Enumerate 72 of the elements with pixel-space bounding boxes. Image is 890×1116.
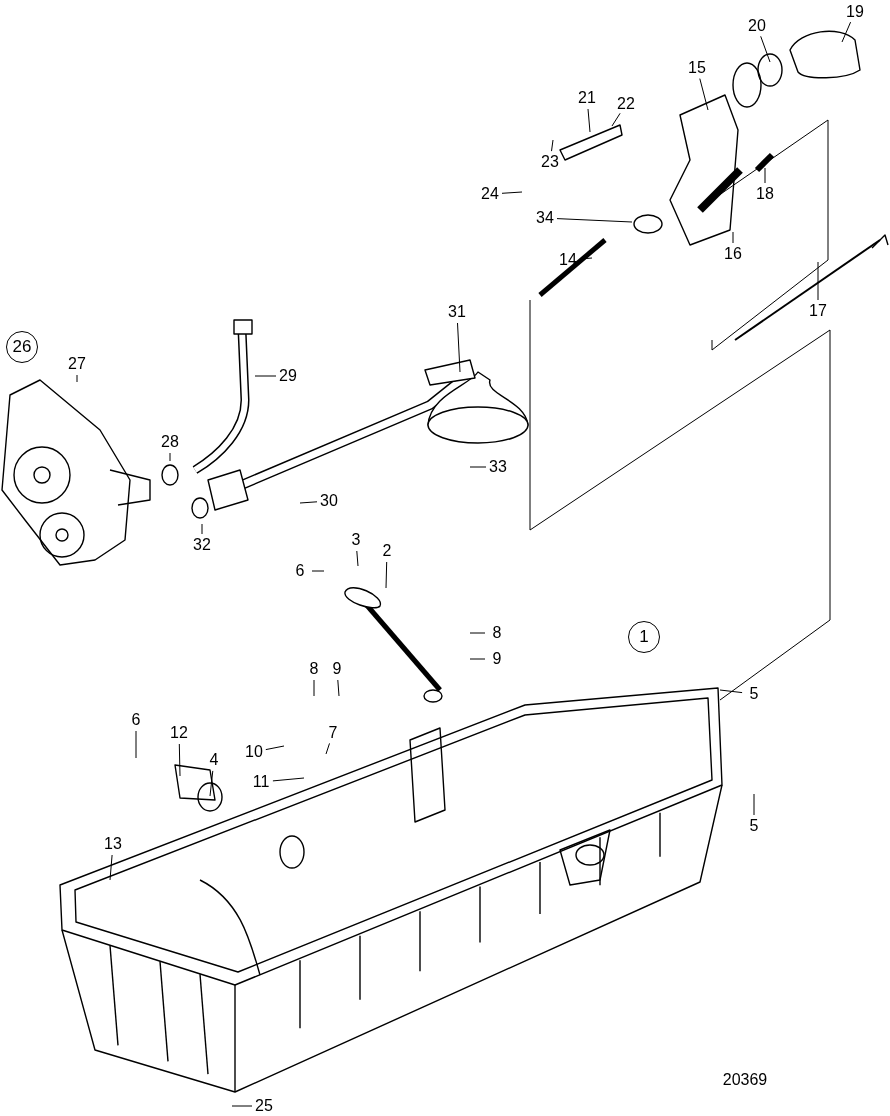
leader-line <box>311 570 325 572</box>
callout-number: 30 <box>320 492 338 510</box>
leader-line <box>611 112 621 127</box>
callout-number: 9 <box>492 650 502 668</box>
leader-line <box>356 550 359 567</box>
callout-number: 5 <box>749 817 759 835</box>
leader-line <box>313 679 315 697</box>
leader-line <box>501 191 523 194</box>
leader-line <box>551 139 554 152</box>
leader-line <box>719 689 743 694</box>
callout-number: 33 <box>489 458 507 476</box>
callout-number: 8 <box>492 624 502 642</box>
leader-line <box>178 743 181 777</box>
callout-number: 32 <box>193 536 211 554</box>
callout-number: 6 <box>295 562 305 580</box>
leader-line <box>209 770 214 797</box>
leader-line <box>753 793 755 816</box>
callout-number: 17 <box>809 302 827 320</box>
callout-number: 22 <box>617 95 635 113</box>
callout-number: 25 <box>255 1097 273 1115</box>
leader-line <box>265 745 285 751</box>
leader-line <box>76 374 78 383</box>
callout-number: 4 <box>209 751 219 769</box>
callout-number: 24 <box>481 185 499 203</box>
leader-line <box>109 854 113 881</box>
leader-line <box>469 466 487 468</box>
callout-number: 3 <box>351 531 361 549</box>
callout-number: 9 <box>332 660 342 678</box>
callout-number: 11 <box>252 773 270 791</box>
leader-line <box>732 231 734 244</box>
leader-line <box>385 561 388 589</box>
leader-line <box>469 632 486 634</box>
leader-line <box>325 742 330 755</box>
leader-line <box>169 452 171 462</box>
leader-line <box>469 658 486 660</box>
callout-number: 14 <box>559 251 577 269</box>
callout-number: 23 <box>541 153 559 171</box>
callout-number: 15 <box>688 59 706 77</box>
leader-line <box>764 167 766 184</box>
callout-number: 19 <box>846 3 864 21</box>
leader-line <box>337 679 340 697</box>
callout-number: 8 <box>309 660 319 678</box>
callout-number: 27 <box>68 355 86 373</box>
leader-line <box>201 523 203 535</box>
callout-number: 18 <box>756 185 774 203</box>
leader-line <box>457 322 461 373</box>
leader-line <box>254 375 277 377</box>
leader-line <box>587 108 591 133</box>
leader-line <box>841 21 852 43</box>
callout-number: 20 <box>748 17 766 35</box>
leader-line <box>231 1105 253 1107</box>
leader-line <box>135 730 137 759</box>
callout-number: 21 <box>578 89 596 107</box>
callout-number: 2 <box>382 542 392 560</box>
callout-number: 16 <box>724 245 742 263</box>
drawing-number: 20369 <box>722 1071 768 1089</box>
callout-number: 28 <box>161 433 179 451</box>
callout-number: 10 <box>245 743 263 761</box>
callout-number: 34 <box>536 209 554 227</box>
callout-number: 13 <box>104 835 122 853</box>
callout-number: 5 <box>749 685 759 703</box>
callout-number: 29 <box>279 367 297 385</box>
callout-number: 7 <box>328 724 338 742</box>
leader-line <box>272 777 305 782</box>
leader-line <box>299 501 318 504</box>
leader-line <box>556 218 633 223</box>
leader-line <box>760 35 771 63</box>
leader-line <box>699 78 709 111</box>
callout-number: 6 <box>131 711 141 729</box>
callout-number: 12 <box>170 724 188 742</box>
leader-line <box>817 261 819 301</box>
callout-number: 31 <box>448 303 466 321</box>
